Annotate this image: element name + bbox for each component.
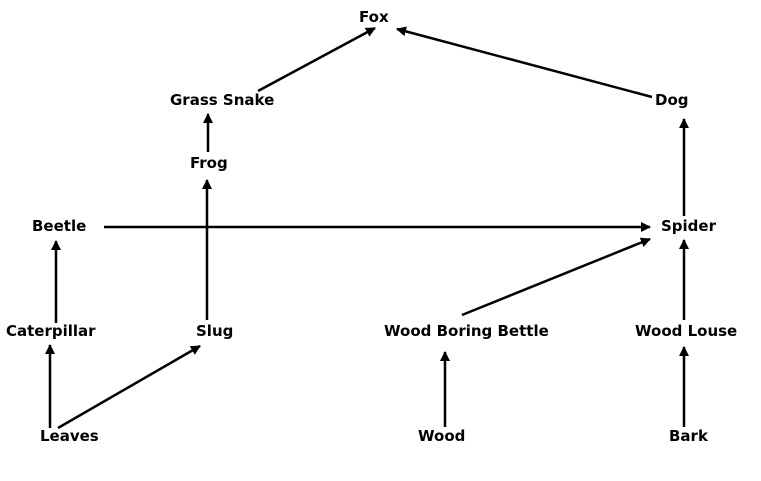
node-wood-louse: Wood Louse (635, 322, 738, 340)
node-frog: Frog (190, 154, 228, 172)
arrow-dog-to-fox (396, 26, 653, 99)
node-spider: Spider (661, 217, 716, 235)
node-beetle: Beetle (32, 217, 87, 235)
node-leaves: Leaves (40, 427, 99, 445)
arrow-grass-snake-to-fox (257, 26, 376, 93)
node-wood: Wood (418, 427, 466, 445)
node-fox: Fox (359, 8, 389, 26)
node-wood-boring-bettle: Wood Boring Bettle (384, 322, 549, 340)
arrow-wood-boring-bettle-to-spider (461, 237, 651, 317)
node-slug: Slug (196, 322, 234, 340)
node-dog: Dog (655, 91, 689, 109)
arrow-leaves-to-slug (57, 344, 201, 430)
node-caterpillar: Caterpillar (6, 322, 96, 340)
node-grass-snake: Grass Snake (170, 91, 275, 109)
node-bark: Bark (669, 427, 708, 445)
